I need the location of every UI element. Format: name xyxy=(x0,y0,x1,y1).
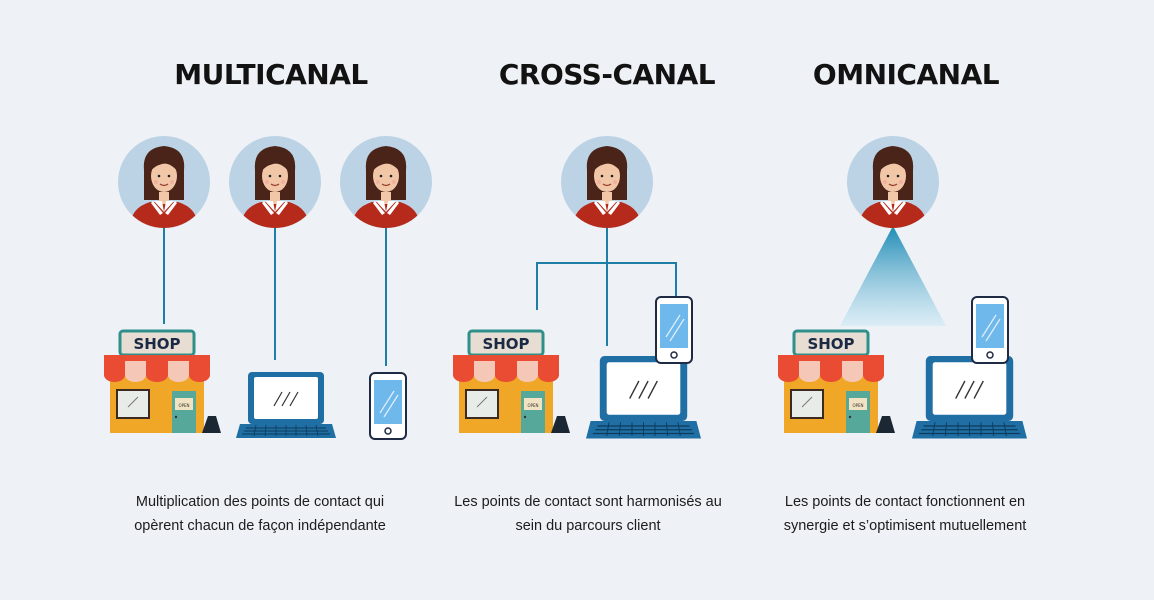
caption-multicanal: Multiplication des points de contact qui… xyxy=(134,494,386,534)
customer-avatar xyxy=(847,136,939,228)
customer-avatar xyxy=(340,136,432,228)
title-omnicanal: OMNICANAL xyxy=(812,58,1000,91)
customer-avatar xyxy=(561,136,653,228)
open-sign-text: OPEN xyxy=(178,403,189,408)
shop-sign-text: SHOP xyxy=(482,335,529,353)
caption-omnicanal: Les points de contact fonctionnent en sy… xyxy=(783,494,1027,534)
smartphone-icon xyxy=(971,296,1009,364)
open-sign-text: OPEN xyxy=(852,403,863,408)
caption-cross-canal: Les points de contact sont harmonisés au… xyxy=(454,494,722,534)
omnicanal-group: SHOP OPEN xyxy=(776,136,1028,440)
smartphone-icon xyxy=(655,296,693,364)
connector-line xyxy=(536,228,677,346)
open-sign-text: OPEN xyxy=(527,403,538,408)
shop-sign-text: SHOP xyxy=(133,335,180,353)
synergy-beam xyxy=(840,226,946,326)
cross-canal-group: SHOP OPEN xyxy=(451,136,702,440)
customer-avatar xyxy=(229,136,321,228)
title-cross-canal: CROSS-CANAL xyxy=(498,58,716,91)
laptop-icon xyxy=(911,355,1028,440)
title-multicanal: MULTICANAL xyxy=(174,58,368,91)
laptop-icon xyxy=(585,355,702,440)
shop-sign-text: SHOP xyxy=(807,335,854,353)
shop-icon: SHOP OPEN xyxy=(776,329,897,435)
shop-icon: SHOP OPEN xyxy=(451,329,572,435)
smartphone-icon xyxy=(369,372,407,440)
laptop-icon xyxy=(235,371,337,439)
connector-line xyxy=(163,228,387,366)
shop-icon: SHOP OPEN xyxy=(102,329,223,435)
multicanal-group: SHOP OPEN xyxy=(102,136,432,440)
customer-avatar xyxy=(118,136,210,228)
